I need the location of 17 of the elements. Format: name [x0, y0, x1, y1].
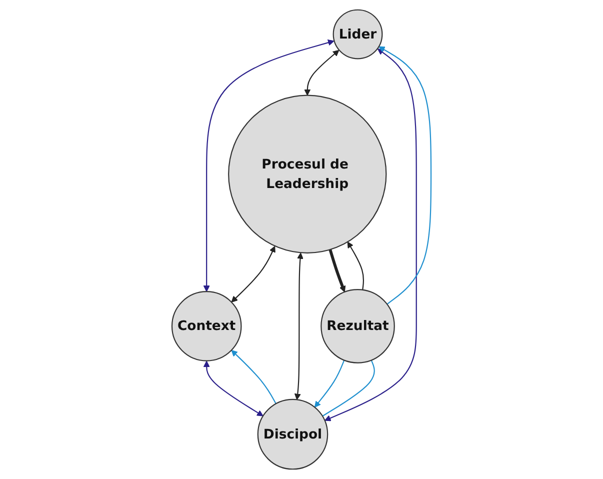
arrow — [203, 39, 334, 292]
arrow — [304, 50, 340, 96]
connector — [322, 360, 375, 417]
arrow — [203, 360, 264, 416]
node-circle: Discipol — [257, 398, 328, 470]
arrow — [231, 246, 276, 302]
arrow — [328, 249, 346, 292]
arrow — [324, 48, 417, 422]
node-circle: Lider — [332, 9, 383, 60]
arrow — [314, 360, 345, 408]
node-circle: Rezultat — [320, 289, 395, 364]
arrow — [347, 242, 364, 290]
node-circle: Context — [171, 291, 242, 362]
arrow — [294, 252, 304, 400]
node-circle: Procesul de Leadership — [228, 94, 387, 254]
arrow — [378, 46, 432, 305]
arrow — [231, 350, 276, 404]
